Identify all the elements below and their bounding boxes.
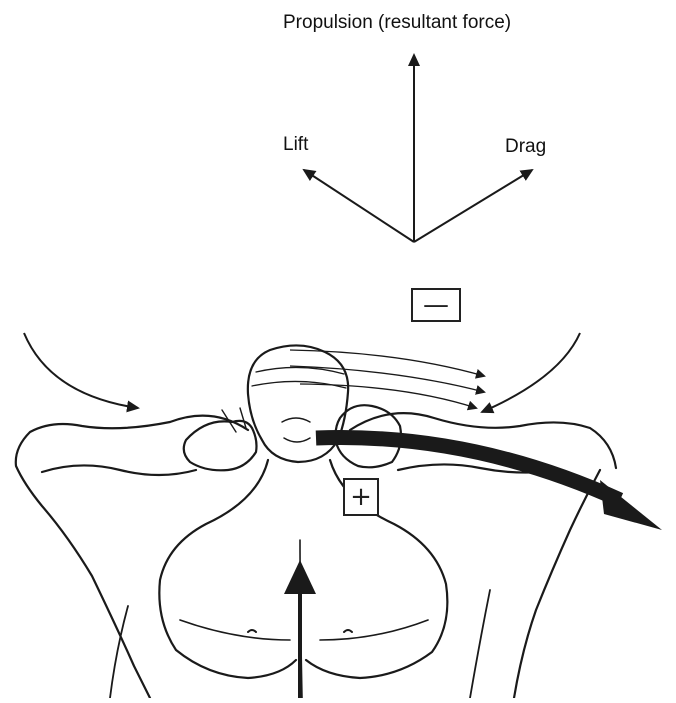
head-flow-arrow-3 [300, 384, 476, 408]
head-flow-arrow-2 [290, 366, 484, 392]
right-flow-arrow [482, 333, 580, 412]
head-flow-arrow-1 [290, 350, 484, 376]
lift-label: Lift [283, 134, 308, 156]
lift-arrow [304, 170, 414, 242]
drag-label: Drag [505, 136, 546, 158]
swimmer-figure [16, 345, 616, 698]
body-motion-arrowhead [284, 560, 316, 594]
high-pressure-sign: + [343, 478, 379, 516]
force-vectors [304, 55, 532, 242]
bold-flow-arrowhead [600, 480, 662, 530]
resultant-force-label: Propulsion (resultant force) [283, 12, 511, 34]
drag-arrow [414, 170, 532, 242]
low-pressure-sign: — [411, 288, 461, 322]
left-flow-arrow [24, 333, 138, 408]
